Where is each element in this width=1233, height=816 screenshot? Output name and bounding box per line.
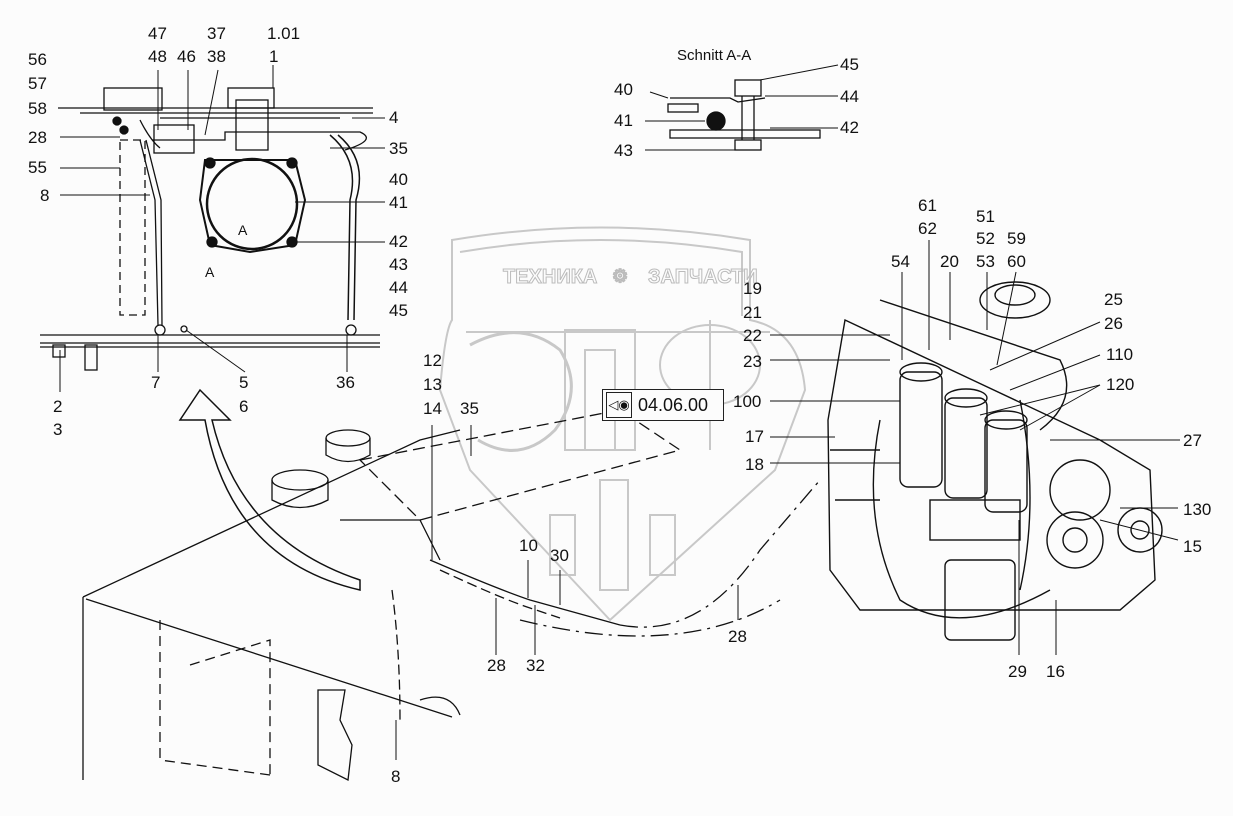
gear-icon: ⚙ [611, 266, 629, 287]
callout: 14 [423, 399, 442, 418]
callout: 21 [743, 303, 762, 322]
callout: 57 [28, 74, 47, 93]
fuel-tank-outline [82, 409, 682, 781]
callout: 29 [1008, 662, 1027, 681]
callout: 45 [840, 55, 859, 74]
callout: 18 [745, 455, 764, 474]
callout: 1 [269, 47, 279, 66]
callout: 5 [239, 373, 249, 392]
callout: 25 [1104, 290, 1123, 309]
callout: 130 [1183, 500, 1212, 519]
callout: 20 [940, 252, 959, 271]
callout: 16 [1046, 662, 1065, 681]
leader-lines [59, 64, 1180, 760]
callout: 6 [239, 397, 249, 416]
callout: 62 [918, 219, 937, 238]
section-title: Schnitt A-A [677, 47, 752, 64]
callout: 46 [177, 47, 196, 66]
callout: 1.01 [267, 24, 301, 43]
callout: 38 [207, 47, 226, 66]
callout: 10 [519, 536, 538, 555]
callout: 28 [728, 627, 747, 646]
callout: 23 [743, 352, 762, 371]
callout: 36 [336, 373, 355, 392]
callout: 13 [423, 375, 442, 394]
callout: 8 [40, 186, 50, 205]
callout: 61 [918, 196, 937, 215]
callout: 59 [1007, 229, 1026, 248]
callout: 17 [745, 427, 764, 446]
callout: 7 [151, 373, 161, 392]
callout: 110 [1106, 345, 1134, 364]
callout: 22 [743, 326, 762, 345]
callout: 2 [53, 397, 63, 416]
callout: 53 [976, 252, 995, 271]
section-a-a-drawing [667, 79, 821, 151]
callout: 44 [840, 87, 859, 106]
callout: 48 [148, 47, 167, 66]
callout: 40 [389, 170, 408, 189]
callout: 42 [840, 118, 859, 137]
callout: 120 [1106, 375, 1135, 394]
callout: 37 [207, 24, 226, 43]
callout: 8 [391, 767, 401, 786]
callout: 15 [1183, 537, 1202, 556]
callout: 54 [891, 252, 910, 271]
callout: 35 [389, 139, 408, 158]
reference-code: 04.06.00 [638, 394, 709, 415]
engine-assembly [827, 281, 1163, 641]
callout: 28 [487, 656, 506, 675]
callout: 27 [1183, 431, 1202, 450]
callout: 4 [389, 108, 399, 127]
callout: 12 [423, 351, 442, 370]
callout: 56 [28, 50, 47, 69]
fuel-hoses [340, 479, 821, 721]
callout: 26 [1104, 314, 1123, 333]
tank-top-view [40, 87, 380, 371]
callout: 43 [614, 141, 633, 160]
section-marker: A [205, 264, 215, 280]
callout: 41 [389, 193, 408, 212]
callout: 28 [28, 128, 47, 147]
callout: 44 [389, 278, 408, 297]
section-marker: A [238, 222, 248, 238]
callout: 47 [148, 24, 167, 43]
callout: 51 [976, 207, 995, 226]
callout: 35 [460, 399, 479, 418]
callout: 45 [389, 301, 408, 320]
callout: 55 [28, 158, 47, 177]
view-rotation-arrow [178, 388, 361, 591]
callout: 52 [976, 229, 995, 248]
cross-reference-link[interactable]: ◁◉ 04.06.00 [602, 389, 724, 421]
callout: 19 [743, 279, 762, 298]
eye-view-icon: ◁◉ [606, 392, 632, 418]
callout: 100 [733, 392, 762, 411]
callout: 3 [53, 420, 63, 439]
callout: 43 [389, 255, 408, 274]
callout: 40 [614, 80, 633, 99]
watermark-text-right: ЗАПЧАСТИ [648, 266, 759, 289]
callout: 41 [614, 111, 633, 130]
callout: 30 [550, 546, 569, 565]
callout: 42 [389, 232, 408, 251]
callout: 58 [28, 99, 47, 118]
callout: 32 [526, 656, 545, 675]
watermark-text-left: ТЕХНИКА [502, 266, 598, 289]
callout: 60 [1007, 252, 1026, 271]
